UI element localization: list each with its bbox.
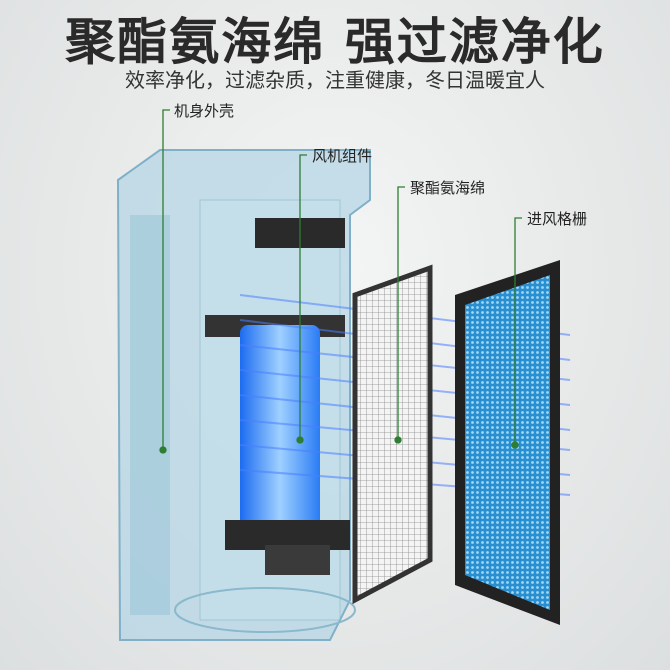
subheadline: 效率净化，过滤杂质，注重健康，冬日温暖宜人 [125,68,545,92]
callout-housing: 机身外壳 [174,102,235,120]
callout-fan: 风机组件 [312,147,373,165]
intake-grille [455,260,560,625]
headline: 聚酯氨海绵 强过滤净化 [65,13,605,71]
callout-grille: 进风格栅 [527,210,588,228]
polyurethane-foam-filter [352,264,433,605]
callout-foam: 聚酯氨海绵 [410,179,486,197]
leader-lines [159,109,522,454]
